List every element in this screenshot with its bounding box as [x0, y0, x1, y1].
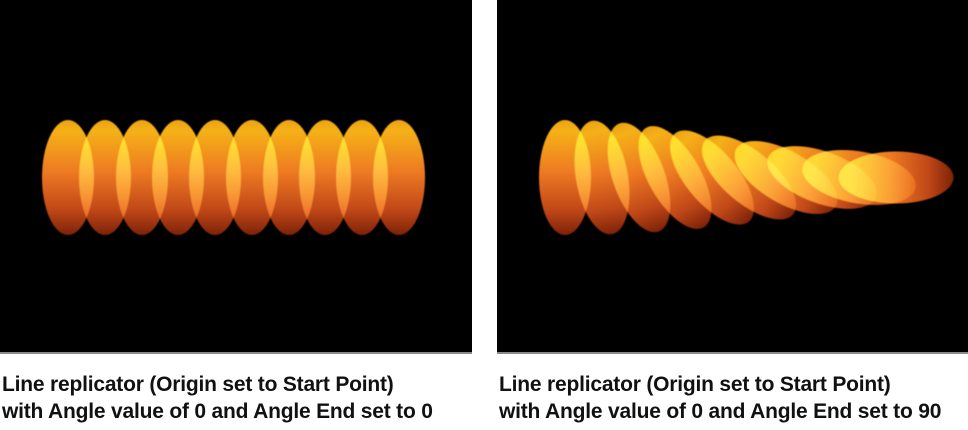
caption-line-2: with Angle value of 0 and Angle End set … [2, 400, 433, 423]
replica-ellipse [838, 151, 954, 203]
caption-line-1: Line replicator (Origin set to Start Poi… [2, 373, 394, 396]
caption-angle-end-0: Line replicator (Origin set to Start Poi… [2, 371, 433, 425]
canvas-angle-end-90 [497, 0, 968, 354]
canvas-angle-end-0 [0, 0, 472, 354]
caption-line-1: Line replicator (Origin set to Start Poi… [499, 373, 891, 396]
caption-angle-end-90: Line replicator (Origin set to Start Poi… [499, 371, 941, 425]
replica-ellipse [373, 119, 425, 235]
caption-line-2: with Angle value of 0 and Angle End set … [499, 400, 942, 423]
